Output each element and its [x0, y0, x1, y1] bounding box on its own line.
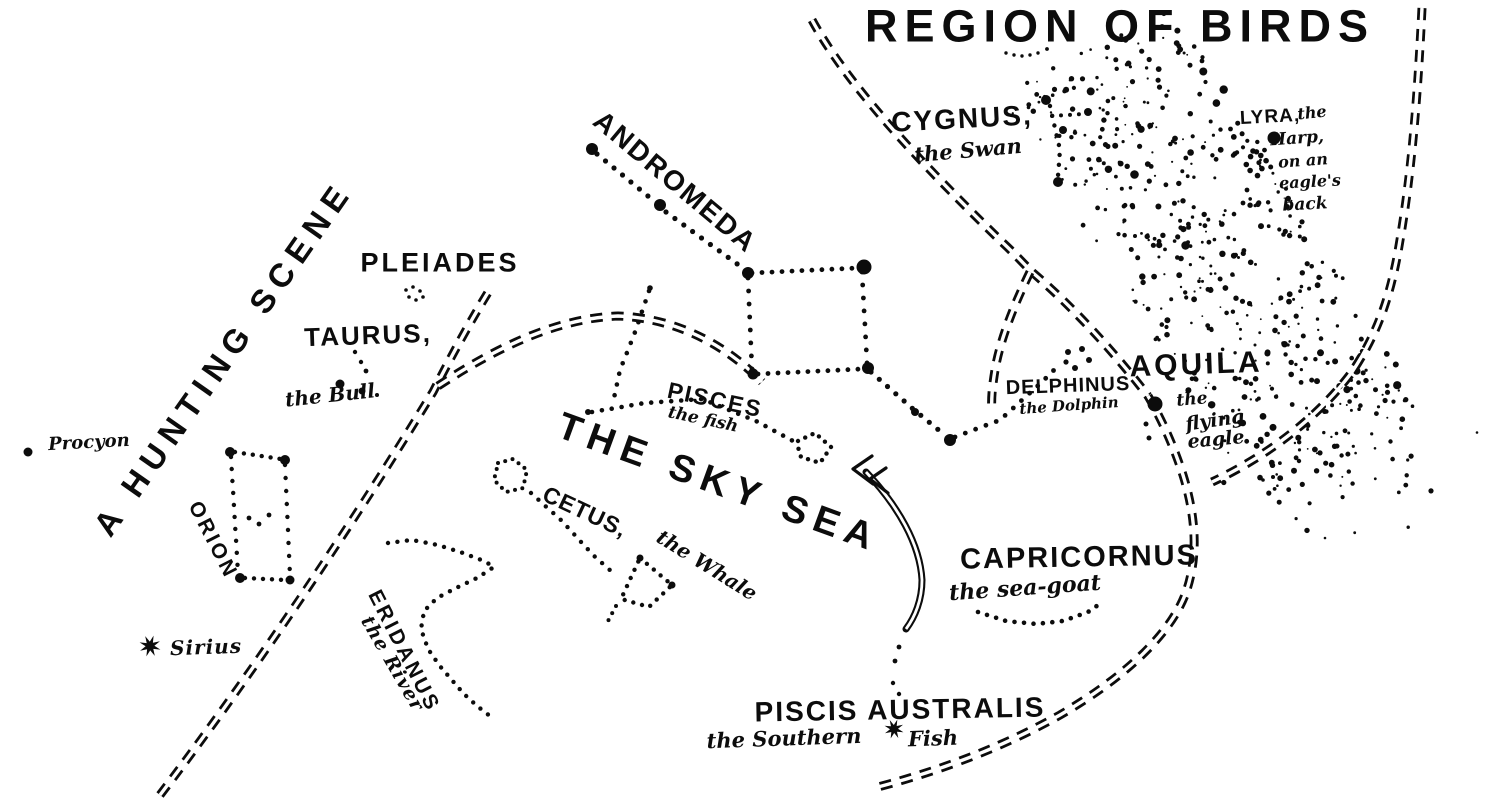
chain-orion-top: [232, 449, 282, 461]
star-andromeda-b: [654, 199, 666, 211]
dot-pleiades-3: [418, 289, 422, 293]
star-pegasus-br: [862, 362, 874, 374]
chain-cetus-body: [621, 555, 672, 608]
constellation-chains: [228, 103, 1269, 717]
star-pisces-west-star: [585, 409, 591, 415]
chain-cygnus-wing: [1050, 112, 1081, 118]
dot-pleiades-2: [411, 285, 415, 289]
star-cygnus-c: [1053, 177, 1063, 187]
dot-title-dot-5: [1036, 51, 1040, 55]
chain-capricornus-arc: [975, 603, 1099, 626]
chain-pisces-horizontal: [589, 396, 795, 443]
star-orion-bl: [235, 573, 245, 583]
dot-taurus-d4: [375, 393, 379, 397]
chain-pegasus-bottom: [755, 366, 861, 377]
star-procyon-star: [23, 447, 33, 457]
dash-path-river-branch: [987, 270, 1035, 413]
chain-cetus-cord: [528, 490, 612, 572]
dot-orion-belt-3: [266, 512, 272, 518]
dot-title-dot-6: [1045, 47, 1049, 51]
star-pisces-north-star: [647, 285, 653, 291]
dot-title-dot-4: [1028, 53, 1032, 57]
chain-andromeda-chain-1: [594, 151, 651, 199]
dot-taurus-d2: [358, 359, 364, 365]
dot-piscis-d2: [896, 691, 902, 697]
star-cetus-a: [636, 554, 644, 562]
dot-title-dot-2: [1012, 53, 1016, 57]
star-fomalhaut-star: [884, 719, 904, 739]
dot-delphinus-1: [1065, 349, 1071, 355]
chain-pisces-vertical: [612, 288, 652, 398]
dot-stream-d1: [896, 644, 902, 650]
star-cygnus-d: [1059, 126, 1067, 134]
dot-taurus-d1: [352, 349, 358, 355]
star-cetus-b: [668, 581, 676, 589]
chain-cetus-tail: [606, 604, 618, 623]
chain-pegasus-top: [749, 265, 855, 276]
star-chain-star-b: [944, 434, 956, 446]
dot-pleiades-4: [407, 295, 411, 299]
star-orion-br: [285, 575, 295, 585]
star-pegasus-tl: [742, 267, 754, 279]
stream-sea-stream: [851, 454, 926, 633]
star-orion-tr: [280, 455, 290, 465]
dot-title-dot-3: [1020, 54, 1024, 58]
star-aquila-star: [1147, 396, 1163, 412]
milky-way-speckles: [1011, 11, 1479, 540]
dot-delphinus-5: [1063, 359, 1069, 365]
chain-eridanus-river: [385, 538, 494, 717]
star-taurus-a: [335, 379, 345, 389]
chain-to-delphinus: [952, 368, 1056, 440]
chain-pegasus-right: [859, 269, 870, 366]
dot-orion-belt-2: [256, 521, 262, 527]
star-cygnus-b: [1084, 108, 1092, 116]
dot-lyra-tail-1: [1244, 187, 1250, 193]
dash-path-aquila-loop: [876, 393, 1199, 792]
dot-taurus-d3: [363, 368, 369, 374]
dot-aquila-u1: [1143, 421, 1149, 427]
chain-orion-bottom: [242, 575, 284, 582]
chain-orion-left: [228, 454, 240, 567]
star-lyra-star: [1267, 131, 1281, 145]
dot-delphinus-4: [1072, 365, 1078, 371]
star-andromeda-a: [586, 143, 598, 155]
dash-path-shore-arc: [435, 311, 766, 390]
chain-cetus-head: [492, 457, 529, 494]
dot-orion-belt-1: [246, 515, 252, 521]
chain-pisces-circlet: [795, 432, 834, 464]
single-dots: [246, 47, 1250, 697]
dot-title-dot-1: [1004, 51, 1008, 55]
dot-delphinus-3: [1086, 357, 1092, 363]
star-taurus-b: [358, 387, 366, 395]
star-chain-star-a: [911, 408, 919, 416]
dot-pleiades-1: [404, 288, 408, 292]
stars: [23, 95, 1281, 739]
chain-andromeda-chain-2: [663, 209, 740, 267]
star-cygnus-a: [1041, 95, 1051, 105]
dash-path-right-line: [1210, 7, 1427, 487]
dot-pleiades-5: [414, 298, 418, 302]
dot-stream-d2: [892, 658, 898, 664]
star-pegasus-tr: [856, 259, 872, 275]
chain-square-to-aquila: [868, 369, 941, 432]
dash-path-milky-river: [808, 17, 1152, 399]
star-pegasus-bl: [747, 368, 759, 380]
dot-pleiades-6: [421, 295, 425, 299]
dot-piscis-d1: [890, 680, 896, 686]
star-orion-tl: [225, 447, 235, 457]
boundary-lines: [156, 7, 1427, 798]
dot-lyra-tail-2: [1240, 200, 1246, 206]
dot-delphinus-2: [1079, 346, 1085, 352]
chain-orion-right: [282, 462, 292, 572]
dash-path-shore-west: [156, 283, 496, 798]
star-sirius-star: [139, 635, 161, 657]
dot-aquila-u2: [1146, 435, 1152, 441]
chain-pegasus-left: [745, 275, 755, 372]
chain-lyra-diamond: [1243, 148, 1269, 179]
